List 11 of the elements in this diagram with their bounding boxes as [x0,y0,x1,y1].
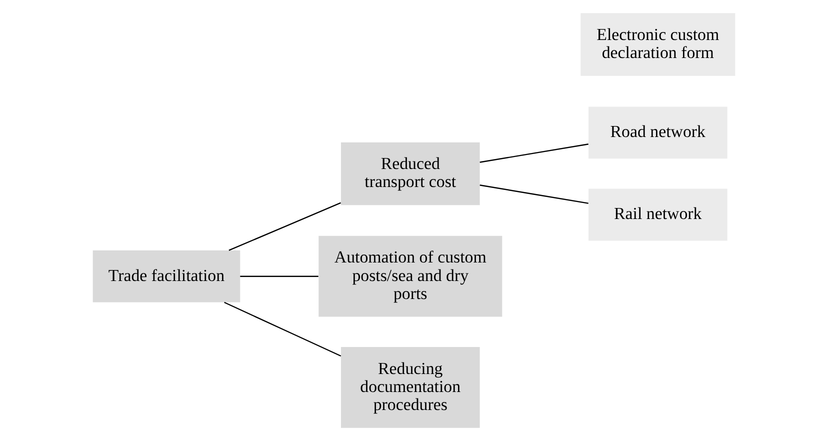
node-box: Trade facilitation [92,250,240,302]
connector [240,276,318,277]
connector [480,184,588,204]
node-box: Reduced transport cost [340,142,480,206]
connector [228,202,341,251]
connector [480,144,588,163]
node-box: Road network [588,106,728,159]
node-box: Automation of custom posts/sea and dry ports [318,236,502,317]
node-box: Rail network [588,188,728,241]
node-box: Reducing documentation procedures [340,346,480,428]
connector [224,302,342,357]
